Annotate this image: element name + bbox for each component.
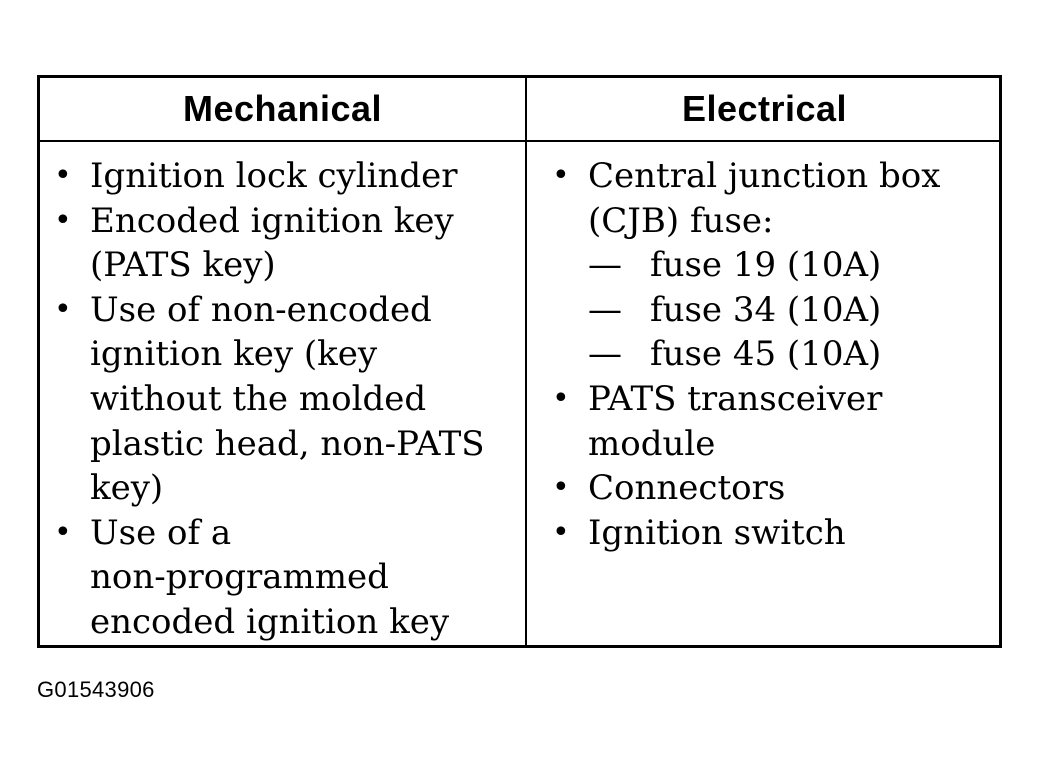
list-item: • Central junction box bbox=[552, 154, 992, 199]
list-item-text: Use of a bbox=[90, 512, 232, 553]
list-item: • Ignition lock cylinder bbox=[54, 154, 520, 199]
dash-icon: — bbox=[588, 289, 622, 330]
dash-icon: — bbox=[588, 334, 622, 375]
mechanical-column: • Ignition lock cylinder • Encoded ignit… bbox=[54, 154, 520, 645]
bullet-icon: • bbox=[54, 202, 72, 238]
list-item-continuation: ignition key (key bbox=[54, 332, 520, 377]
list-item: • Ignition switch bbox=[552, 511, 992, 556]
list-item-text: key) bbox=[90, 468, 164, 509]
list-item-text: Ignition switch bbox=[588, 512, 846, 553]
sub-list-item-text: fuse 34 (10A) bbox=[650, 289, 882, 330]
sub-list-item: — fuse 34 (10A) bbox=[552, 288, 992, 333]
list-item-continuation: non-programmed bbox=[54, 555, 520, 600]
list-item-text: ignition key (key bbox=[90, 334, 378, 375]
list-item-text: Central junction box bbox=[588, 156, 941, 196]
sub-list-item-text: fuse 45 (10A) bbox=[650, 334, 882, 375]
sub-list-item-text: fuse 19 (10A) bbox=[650, 245, 882, 286]
list-item: • Use of a bbox=[54, 511, 520, 556]
component-table: Mechanical Electrical • Ignition lock cy… bbox=[37, 75, 1002, 648]
list-item-text: without the molded bbox=[90, 378, 427, 419]
list-item-continuation: plastic head, non-PATS bbox=[54, 422, 520, 467]
column-divider bbox=[525, 78, 527, 645]
bullet-icon: • bbox=[552, 514, 570, 550]
bullet-icon: • bbox=[552, 380, 570, 416]
list-item: • Encoded ignition key bbox=[54, 199, 520, 244]
bullet-icon: • bbox=[54, 158, 72, 193]
list-item-text: encoded ignition key bbox=[90, 601, 450, 642]
list-item-text: Ignition lock cylinder bbox=[90, 156, 458, 196]
list-item-text: Connectors bbox=[588, 468, 786, 509]
header-divider bbox=[40, 140, 999, 142]
sub-list-item: — fuse 19 (10A) bbox=[552, 243, 992, 288]
figure-id: G01543906 bbox=[37, 677, 155, 702]
list-item-continuation: without the molded bbox=[54, 377, 520, 422]
bullet-icon: • bbox=[552, 470, 570, 506]
list-item-text: Use of non-encoded bbox=[90, 289, 432, 330]
list-item-text: non-programmed bbox=[90, 557, 389, 598]
header-mechanical: Mechanical bbox=[182, 88, 383, 129]
list-item-text: (PATS key) bbox=[90, 245, 276, 286]
list-item-continuation: (CJB) fuse: bbox=[552, 199, 992, 244]
list-item-text: Encoded ignition key bbox=[90, 200, 454, 241]
list-item: • PATS transceiver bbox=[552, 377, 992, 422]
sub-list-item: — fuse 45 (10A) bbox=[552, 332, 992, 377]
list-item-text: PATS transceiver bbox=[588, 378, 883, 419]
bullet-icon: • bbox=[552, 158, 570, 193]
list-item-continuation: module bbox=[552, 422, 992, 467]
list-item-text: (CJB) fuse: bbox=[588, 200, 774, 241]
list-item-text: plastic head, non-PATS bbox=[90, 423, 485, 464]
dash-icon: — bbox=[588, 245, 622, 286]
list-item-continuation: (PATS key) bbox=[54, 243, 520, 288]
list-item: • Connectors bbox=[552, 466, 992, 511]
list-item-text: module bbox=[588, 423, 716, 464]
bullet-icon: • bbox=[54, 291, 72, 327]
list-item-continuation: encoded ignition key bbox=[54, 600, 520, 645]
bullet-icon: • bbox=[54, 514, 72, 550]
header-electrical: Electrical bbox=[681, 88, 848, 129]
list-item: • Use of non-encoded bbox=[54, 288, 520, 333]
list-item-continuation: key) bbox=[54, 466, 520, 511]
electrical-column: • Central junction box (CJB) fuse: — fus… bbox=[552, 154, 992, 555]
